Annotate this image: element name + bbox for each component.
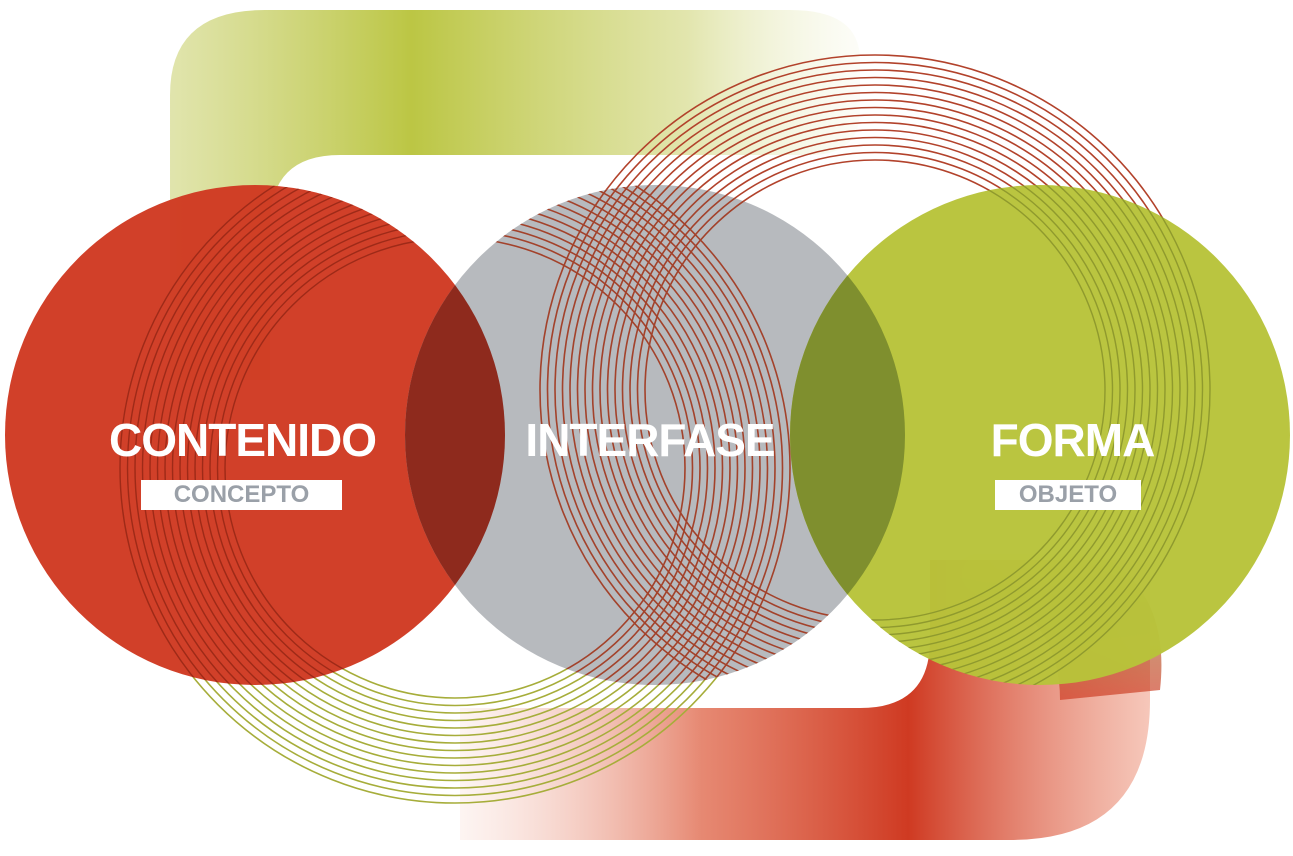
ring-over-center [554, 185, 905, 685]
green-ring [156, 468, 754, 767]
green-ring [209, 468, 701, 714]
ring-over-right [790, 185, 1211, 685]
red-ring [591, 106, 1159, 390]
ring-over-center [576, 185, 905, 685]
ring-over-right [790, 185, 1189, 685]
red-ring [636, 151, 1114, 390]
ring-over-left [141, 185, 505, 685]
objeto-tag: OBJETO [995, 480, 1141, 510]
concepto-tag: CONCEPTO [141, 480, 342, 510]
green-ring [186, 468, 724, 737]
contenido-title: CONTENIDO [109, 414, 377, 466]
red-ring [576, 91, 1174, 390]
red-ring [644, 159, 1106, 390]
ring-over-center [561, 185, 905, 685]
ring-over-center [405, 185, 791, 685]
ring-over-right [790, 185, 1196, 685]
ring-over-center [569, 185, 905, 685]
green-ring [134, 468, 776, 789]
concentric-rings-green [119, 468, 791, 804]
ring-over-center [405, 185, 769, 685]
red-ring [569, 84, 1181, 390]
circle-interfase [405, 185, 905, 685]
green-ring [126, 468, 784, 797]
red-ring [584, 99, 1166, 390]
red-ring [599, 114, 1151, 390]
red-ring [621, 136, 1129, 390]
ring-over-center [405, 185, 761, 685]
ring-over-center [405, 185, 784, 685]
green-ring [164, 468, 746, 759]
top-loop-band [170, 10, 860, 380]
red-ring [606, 121, 1144, 390]
ring-over-center [405, 185, 746, 685]
ring-over-center [405, 185, 754, 685]
ring-over-center [539, 185, 905, 685]
red-ring [614, 129, 1136, 390]
ring-over-right [790, 185, 1181, 685]
ring-over-center [405, 185, 776, 685]
green-ring [171, 468, 739, 752]
green-ring [179, 468, 731, 744]
ring-over-left [164, 185, 505, 685]
green-ring [119, 468, 791, 804]
ring-over-left [126, 185, 505, 685]
red-ring [546, 61, 1204, 390]
circle-forma [790, 185, 1290, 685]
red-ring [554, 69, 1196, 390]
ring-over-right [790, 185, 1174, 685]
green-ring [149, 468, 761, 774]
circle-contenido [5, 185, 505, 685]
ring-over-left [156, 185, 505, 685]
green-ring [201, 468, 709, 722]
green-ring [194, 468, 716, 729]
interfase-title: INTERFASE [525, 414, 775, 466]
green-ring [224, 468, 686, 699]
ring-over-right [790, 185, 1106, 621]
ring-over-right [790, 185, 1204, 685]
red-ring [629, 144, 1121, 390]
forma-title: FORMA [990, 414, 1156, 466]
green-ring [216, 468, 694, 707]
green-ring [141, 468, 769, 782]
red-ring [561, 76, 1189, 390]
ring-over-center [546, 185, 905, 685]
ring-over-left [149, 185, 505, 685]
red-ring [539, 54, 1211, 390]
ring-over-left [134, 185, 505, 685]
ring-over-left [119, 185, 505, 685]
concentric-rings-red [539, 54, 1211, 390]
